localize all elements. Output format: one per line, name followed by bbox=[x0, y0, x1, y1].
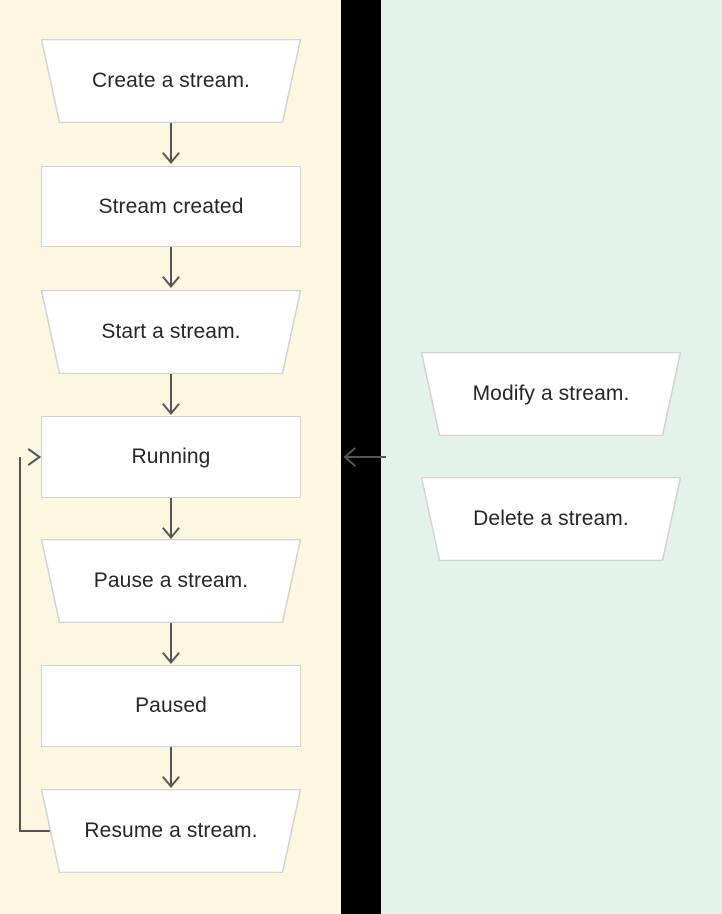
node-delete-a-stream[interactable]: Delete a stream. bbox=[421, 477, 681, 561]
node-stream-created[interactable]: Stream created bbox=[41, 166, 301, 247]
edge-pause-to-paused bbox=[155, 623, 187, 667]
node-pause-a-stream[interactable]: Pause a stream. bbox=[41, 539, 301, 623]
node-modify-a-stream[interactable]: Modify a stream. bbox=[421, 352, 681, 436]
edge-create-to-created bbox=[155, 123, 187, 167]
edge-resume-to-running-loop bbox=[0, 440, 60, 850]
node-label: Paused bbox=[135, 694, 207, 718]
node-start-a-stream[interactable]: Start a stream. bbox=[41, 290, 301, 374]
node-label: Stream created bbox=[98, 194, 244, 218]
node-paused[interactable]: Paused bbox=[41, 665, 301, 747]
edge-paused-to-resume bbox=[155, 747, 187, 791]
edge-running-to-pause bbox=[155, 498, 187, 542]
node-resume-a-stream[interactable]: Resume a stream. bbox=[41, 789, 301, 873]
edge-start-to-running bbox=[155, 374, 187, 418]
right-lane-background bbox=[381, 0, 722, 914]
edge-created-to-start bbox=[155, 247, 187, 291]
node-create-a-stream[interactable]: Create a stream. bbox=[41, 39, 301, 123]
edge-operations-to-running bbox=[336, 440, 396, 476]
node-running[interactable]: Running bbox=[41, 416, 301, 498]
node-label: Running bbox=[131, 445, 211, 469]
